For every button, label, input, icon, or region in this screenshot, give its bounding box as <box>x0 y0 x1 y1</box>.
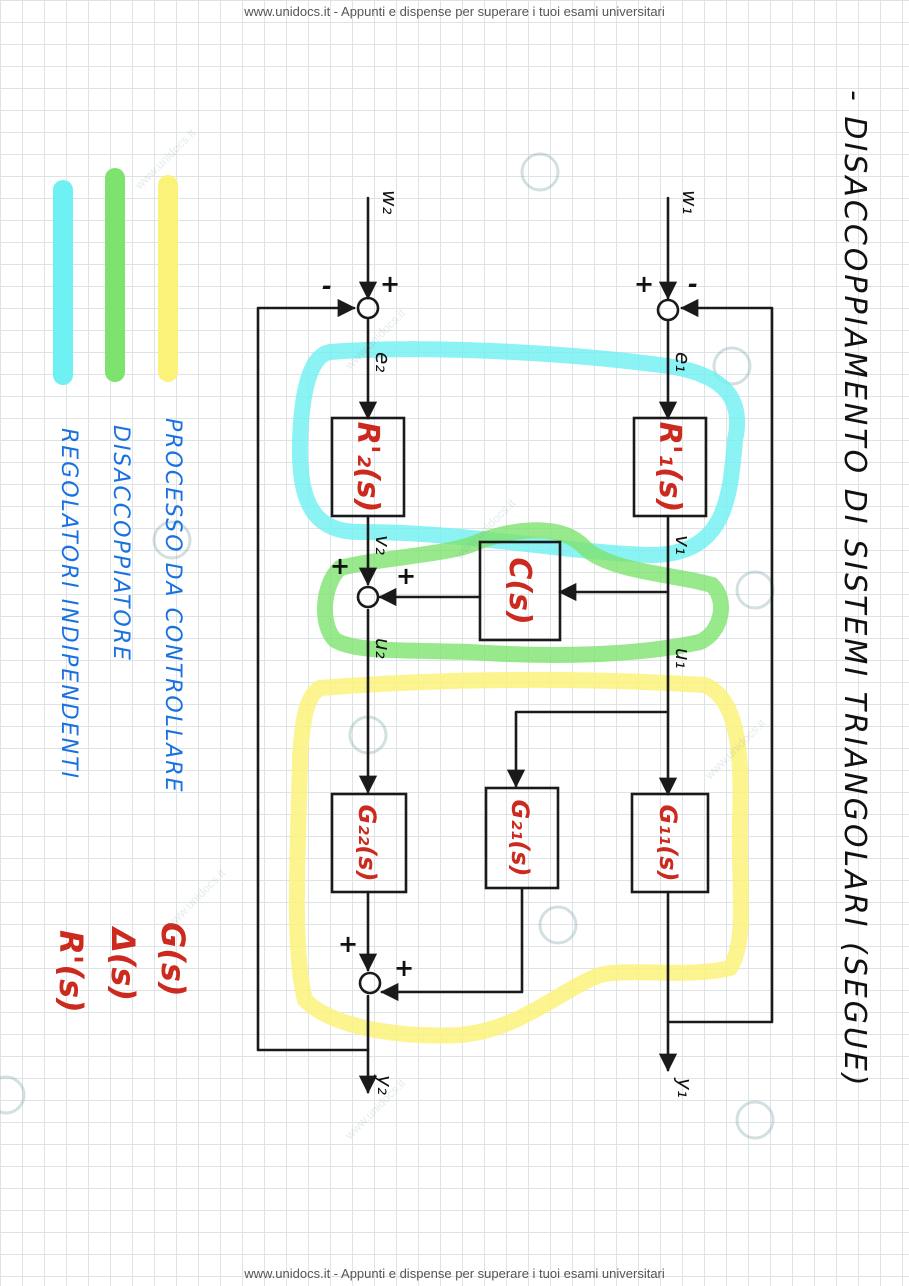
label-c: C(s) <box>502 557 537 624</box>
wire-u1-to-g21 <box>506 710 670 788</box>
sign-plus-2: + <box>380 270 400 298</box>
signal-y2: y₂ <box>373 1074 397 1095</box>
sign-plus-5: + <box>338 930 358 958</box>
sign-plus-3: + <box>330 552 350 580</box>
signal-u1: u₁ <box>671 648 695 669</box>
block-g11 <box>630 792 710 894</box>
label-r2: R'₂(s) <box>350 422 385 513</box>
legend-text-regulators: REGOLATORI INDIPENDENTI <box>56 428 81 780</box>
signal-w1: w₁ <box>678 190 702 214</box>
legend-symbol-decoupler: Δ(s) <box>104 925 142 1001</box>
watermark-site-4: www.unidocs.it <box>162 866 229 933</box>
signal-u2: u₂ <box>371 638 395 659</box>
legend-symbol-regulators: R'(s) <box>52 930 90 1013</box>
sign-minus-1: - <box>688 270 698 298</box>
sum-node-1 <box>656 298 680 322</box>
sum-node-2 <box>356 296 380 320</box>
process-highlight <box>288 671 749 1044</box>
label-g21: G₂₁(s) <box>506 800 534 877</box>
signal-w2: w₂ <box>378 190 402 214</box>
page-title: - DISACCOPPIAMENTO DI SISTEMI TRIANGOLAR… <box>837 90 872 1089</box>
legend-text-process: PROCESSO DA CONTROLLARE <box>160 418 185 794</box>
wire-feedback-2 <box>256 298 370 1052</box>
sign-plus-4: + <box>396 562 416 590</box>
wire-g21-out <box>380 886 524 1002</box>
block-g21 <box>484 786 560 890</box>
signal-v2: v₂ <box>371 535 395 555</box>
block-c <box>478 540 562 642</box>
sum-node-decoupler <box>356 585 380 609</box>
sign-minus-2: - <box>322 272 332 300</box>
signal-y1: y₁ <box>673 1077 697 1098</box>
label-g11: G₁₁(s) <box>654 805 682 882</box>
legend-text-decoupler: DISACCOPPIATORE <box>108 425 133 662</box>
watermark-banner-bottom: www.unidocs.it - Appunti e dispense per … <box>244 1266 665 1281</box>
block-r2 <box>330 416 406 518</box>
sum-node-output-2 <box>358 971 382 995</box>
wire-feedback-1 <box>666 298 774 1024</box>
label-r1: R'₁(s) <box>652 422 687 513</box>
sign-plus-1: + <box>634 270 654 298</box>
label-g22: G₂₂(s) <box>353 805 381 882</box>
watermark-banner-top: www.unidocs.it - Appunti e dispense per … <box>244 4 665 19</box>
signal-v1: v₁ <box>671 535 695 555</box>
signal-e2: e₂ <box>371 352 395 372</box>
block-r1 <box>632 416 708 518</box>
signal-e1: e₁ <box>671 352 695 372</box>
block-g22 <box>330 792 408 894</box>
legend-symbol-process: G(s) <box>154 922 192 997</box>
sign-plus-6: + <box>394 954 414 982</box>
regulators-highlight <box>291 341 746 564</box>
